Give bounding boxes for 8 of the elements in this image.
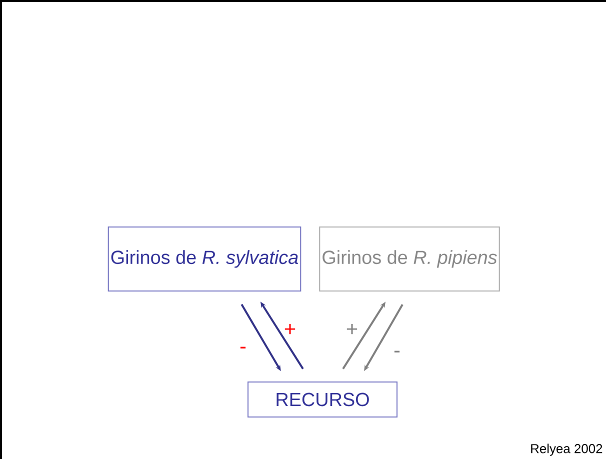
edge-label: - [240, 346, 246, 348]
species-box: Girinos de R. sylvatica [108, 226, 302, 292]
species-box: Girinos de R. pipiens [319, 226, 500, 292]
citation: Relyea 2002 [531, 444, 602, 456]
resource-box: RECURSO [248, 382, 398, 418]
edge-label: - [394, 350, 400, 352]
edge-label: + [284, 324, 296, 334]
edge-label: + [346, 324, 358, 334]
